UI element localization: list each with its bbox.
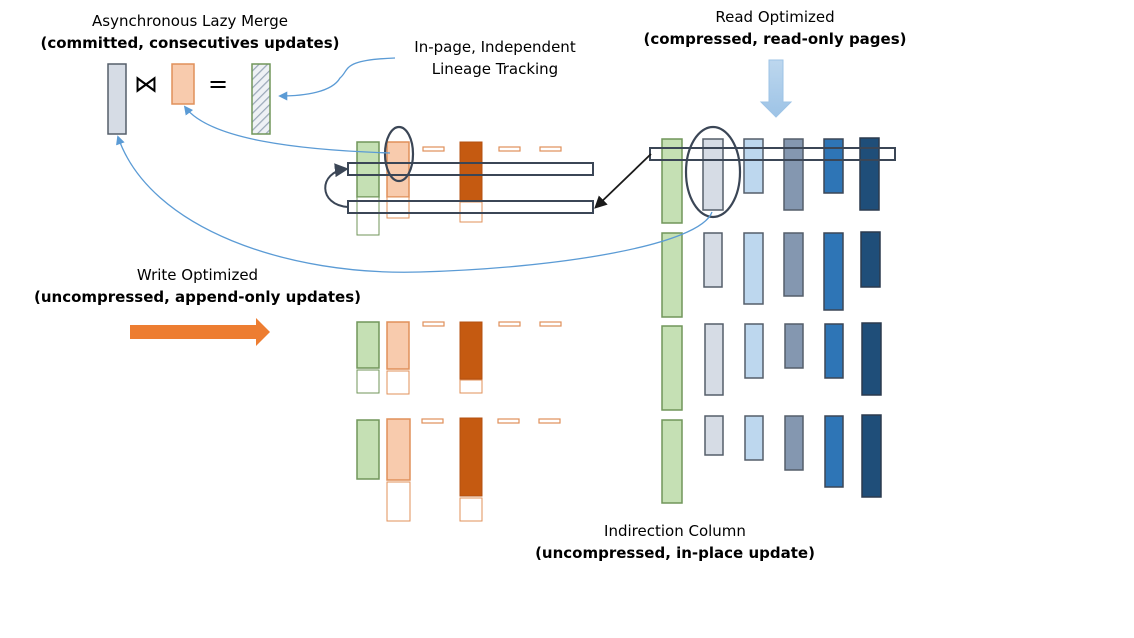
base-column-1 (704, 323, 724, 396)
base-column-5 (860, 231, 881, 288)
tail-rid-column (356, 419, 380, 480)
lineage-back-arrow (324, 163, 349, 208)
base-to-merge-curve (116, 135, 713, 273)
base-page-row-2 (661, 231, 881, 318)
tail-slot (498, 321, 521, 327)
tail-slot (539, 321, 562, 327)
tail-page-group-3 (356, 417, 561, 522)
tail-slot (538, 418, 561, 424)
tail-data-column (459, 321, 483, 380)
read-down-arrow (759, 59, 793, 118)
lineage-line1: In-page, Independent (414, 38, 576, 56)
base-column-4 (823, 138, 844, 194)
tail-to-merge-curve (183, 105, 391, 154)
tail-rid-empty (356, 196, 380, 236)
base-column-2 (743, 232, 764, 305)
tail-data-column (459, 141, 483, 203)
tail-indirection-column (386, 141, 410, 198)
indirection-title: Indirection Column (604, 522, 746, 540)
tail-slot (498, 146, 521, 152)
base-column-1 (703, 232, 723, 288)
tail-page-group-2 (356, 321, 562, 395)
tail-indirection-column (386, 321, 410, 370)
base-column-4 (823, 232, 844, 311)
write-subtitle: (uncompressed, append-only updates) (34, 288, 361, 306)
merge-formula (107, 63, 271, 135)
base-column-4 (824, 323, 844, 379)
base-indirection-column (661, 232, 683, 318)
tail-slot (539, 146, 562, 152)
merge-result-column (251, 63, 271, 135)
read-subtitle: (compressed, read-only pages) (643, 30, 907, 48)
tail-slot (421, 418, 444, 424)
tail-rid-column (356, 141, 380, 198)
base-indirection-column (661, 138, 683, 224)
tail-slot (497, 418, 520, 424)
base-page-row-4 (661, 414, 882, 504)
base-page-row-3 (661, 322, 882, 411)
lineage-label: In-page, Independent Lineage Tracking (390, 36, 600, 80)
base-to-tail-arrow (594, 153, 652, 209)
equals-symbol: = (208, 70, 229, 98)
lineage-line2: Lineage Tracking (431, 60, 559, 78)
base-column-5 (861, 322, 882, 396)
base-column-highlight (684, 125, 742, 219)
base-column-2 (744, 323, 764, 379)
base-column-1 (704, 415, 724, 456)
indirection-label: Indirection Column (uncompressed, in-pla… (520, 520, 830, 564)
tail-data-empty (459, 497, 483, 522)
base-column-3 (784, 415, 804, 471)
read-title: Read Optimized (715, 8, 835, 26)
tail-rid-empty (356, 369, 380, 394)
write-label: Write Optimized (uncompressed, append-on… (20, 264, 375, 308)
merge-subtitle: (committed, consecutives updates) (40, 34, 340, 52)
read-label: Read Optimized (compressed, read-only pa… (630, 6, 920, 50)
tail-indirection-highlight (383, 125, 415, 183)
tail-page-group-1 (356, 141, 562, 236)
join-symbol: ⋈ (134, 70, 158, 98)
tail-indirection-column (386, 418, 411, 481)
base-column-1 (702, 138, 724, 211)
base-column-2 (743, 138, 764, 194)
tail-indirection-empty (386, 481, 411, 522)
merge-tail-column (171, 63, 195, 105)
merge-base-column (107, 63, 127, 135)
base-column-3 (783, 232, 804, 297)
write-right-arrow (130, 318, 270, 346)
tail-slot (422, 146, 445, 152)
indirection-subtitle: (uncompressed, in-place update) (535, 544, 815, 562)
base-page-row-1 (661, 137, 880, 224)
tail-slot (422, 321, 445, 327)
tail-data-column (459, 417, 483, 497)
base-indirection-column (661, 419, 683, 504)
base-column-3 (784, 323, 804, 369)
write-title: Write Optimized (136, 266, 259, 284)
base-column-5 (861, 414, 882, 498)
base-indirection-column (661, 325, 683, 411)
merge-title: Asynchronous Lazy Merge (92, 12, 288, 30)
tail-rid-column (356, 321, 380, 369)
base-column-5 (859, 137, 880, 211)
tail-indirection-empty (386, 370, 410, 395)
merge-label: Asynchronous Lazy Merge (committed, cons… (30, 10, 350, 54)
lineage-callout-curve (278, 57, 396, 101)
base-column-3 (783, 138, 804, 211)
base-column-2 (744, 415, 764, 461)
base-column-4 (824, 415, 844, 488)
tail-data-empty (459, 379, 483, 394)
